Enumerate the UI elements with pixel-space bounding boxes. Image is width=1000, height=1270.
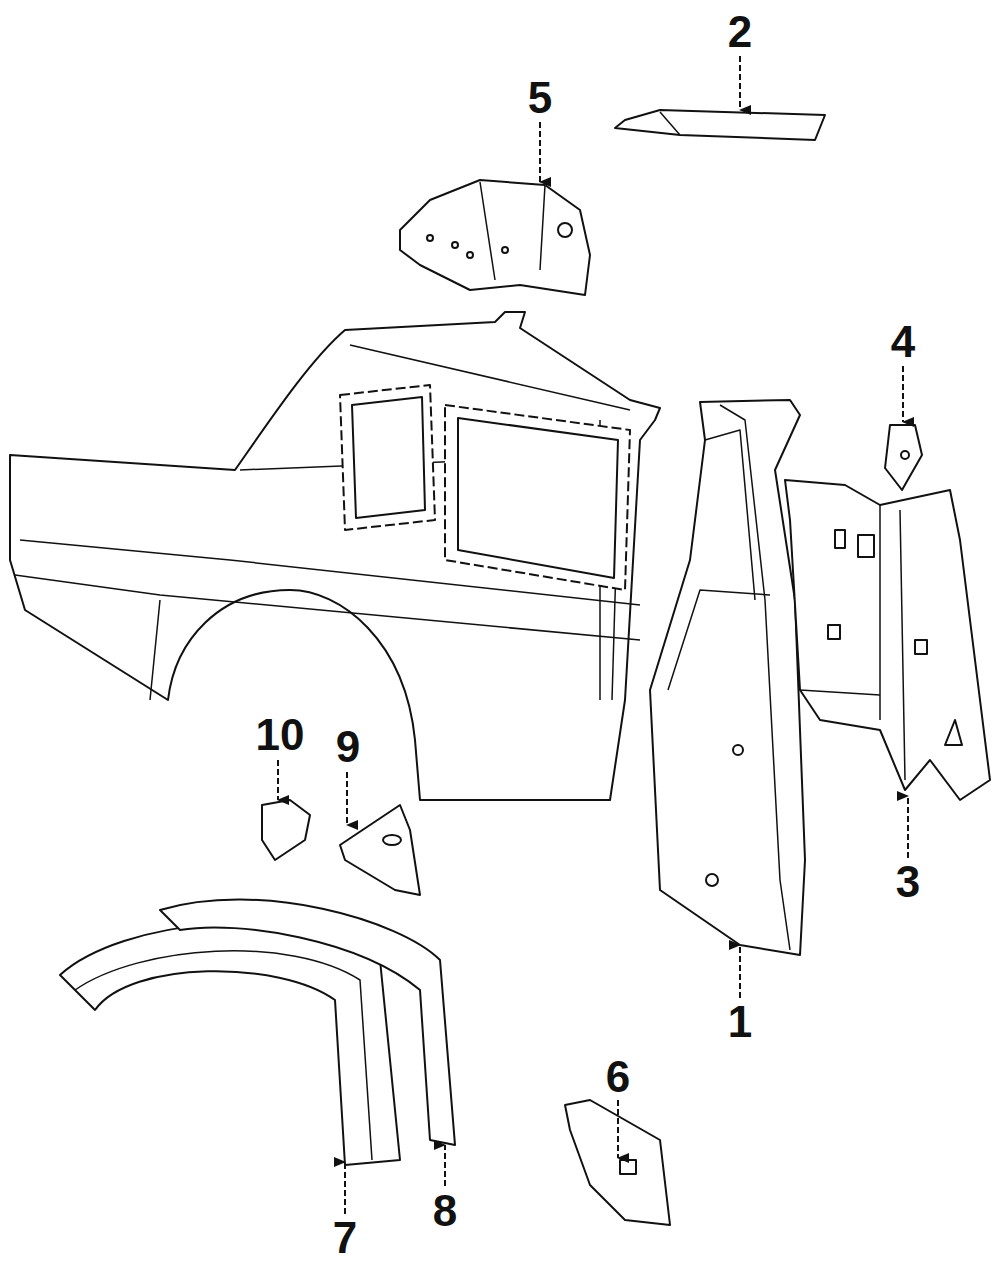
outer-wheelhouse: [60, 923, 400, 1165]
shelf-plate: [615, 110, 825, 140]
reinforcement-panel: [400, 180, 590, 295]
inner-panel-lines: [800, 505, 905, 780]
callout-number: 2: [728, 10, 752, 54]
small-bracket: [885, 425, 922, 490]
pillar-lines: [668, 405, 790, 950]
inner-wheelhouse: [160, 900, 455, 1145]
side-window-inner: [458, 418, 618, 578]
small-clip: [262, 800, 310, 860]
callout-number: 1: [728, 1000, 752, 1044]
callout-number: 6: [606, 1055, 630, 1099]
callout-number: 4: [891, 320, 915, 364]
callout-number: 10: [256, 713, 305, 757]
inner-quarter-panel: [785, 480, 990, 800]
rear-window: [340, 385, 435, 530]
leader-arrows: [278, 56, 908, 1214]
callout-number: 9: [336, 725, 360, 769]
callout-number: 3: [896, 860, 920, 904]
lock-pillar: [650, 400, 805, 955]
rear-window-inner: [352, 397, 425, 518]
side-window: [445, 405, 630, 590]
quarter-panel: [10, 312, 660, 800]
gusset: [340, 805, 420, 895]
callout-number: 7: [333, 1216, 357, 1260]
callout-number: 5: [528, 76, 552, 120]
lower-bracket: [565, 1100, 670, 1225]
callout-number: 8: [433, 1189, 457, 1233]
panel-lines: [15, 345, 640, 700]
